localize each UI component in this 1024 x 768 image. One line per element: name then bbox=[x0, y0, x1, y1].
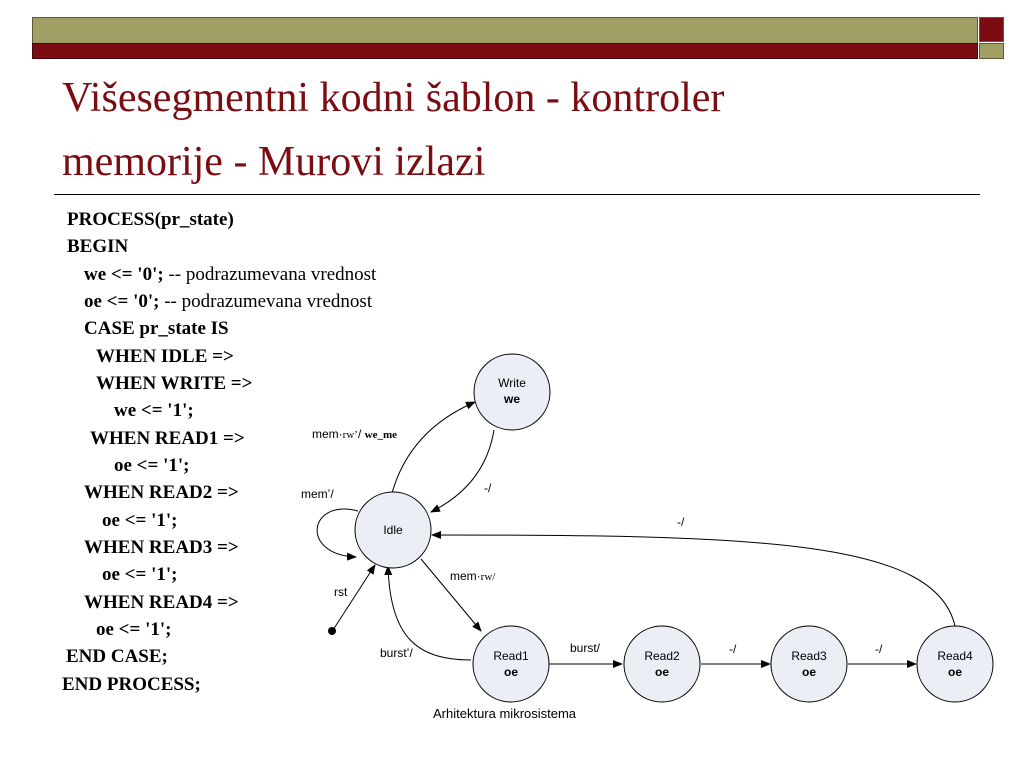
label-reset: rst bbox=[334, 585, 348, 599]
code-line: WHEN READ4 => bbox=[84, 592, 239, 613]
code-line: CASE pr_state IS bbox=[84, 318, 229, 339]
code-line: we <= '0'; bbox=[84, 264, 164, 285]
code-line: WHEN IDLE => bbox=[96, 346, 234, 367]
code-line: oe <= '1'; bbox=[102, 510, 178, 531]
code-line: WHEN READ1 => bbox=[90, 428, 245, 449]
code-line: oe <= '1'; bbox=[114, 455, 190, 476]
code-line: END CASE; bbox=[66, 646, 168, 667]
label-read1-read2: burst/ bbox=[570, 641, 601, 655]
slide-title-line2: memorije - Murovi izlazi bbox=[62, 139, 486, 185]
state-read3: Read3 oe bbox=[770, 625, 848, 703]
state-write-output: we bbox=[503, 392, 520, 406]
state-read2-name: Read2 bbox=[644, 649, 680, 663]
code-line: WHEN WRITE => bbox=[96, 373, 253, 394]
state-read2: Read2 oe bbox=[623, 625, 701, 703]
label-write-idle: -/ bbox=[484, 481, 492, 495]
transition-idle-read1 bbox=[420, 558, 482, 632]
transition-read1-idle bbox=[384, 565, 472, 661]
code-line: oe <= '1'; bbox=[96, 619, 172, 640]
label-idle-self: mem’/ bbox=[301, 487, 334, 501]
state-read1-output: oe bbox=[504, 665, 518, 679]
state-read4-output: oe bbox=[948, 665, 962, 679]
state-read3-output: oe bbox=[802, 665, 816, 679]
header-band-red bbox=[32, 43, 978, 59]
title-divider bbox=[54, 194, 980, 195]
label-idle-write: mem·rw’/ we_me bbox=[312, 427, 397, 441]
transition-idle-self bbox=[316, 508, 359, 561]
state-write: Write we bbox=[473, 353, 551, 431]
code-line: PROCESS(pr_state) bbox=[67, 209, 234, 230]
state-idle-name: Idle bbox=[383, 523, 403, 537]
header-square-red bbox=[979, 17, 1004, 42]
label-read2-read3: -/ bbox=[729, 642, 737, 656]
code-comment: -- podrazumevana vrednost bbox=[163, 264, 377, 285]
state-write-name: Write bbox=[498, 376, 526, 390]
code-line: BEGIN bbox=[67, 236, 129, 257]
transition-idle-write bbox=[391, 401, 476, 494]
label-read1-idle: burst’/ bbox=[380, 646, 413, 660]
code-line: WHEN READ3 => bbox=[84, 537, 239, 558]
slide-title-line1: Višesegmentni kodni šablon - kontroler bbox=[62, 75, 725, 121]
reset-dot bbox=[328, 627, 336, 635]
state-read4-name: Read4 bbox=[937, 649, 973, 663]
slide-title: Višesegmentni kodni šablon - kontroler m… bbox=[62, 66, 962, 194]
footer-caption: Arhitektura mikrosistema bbox=[433, 706, 577, 721]
header-square-olive bbox=[979, 43, 1004, 59]
state-read4: Read4 oe bbox=[916, 625, 994, 703]
label-read4-idle: -/ bbox=[677, 515, 685, 529]
code-line: oe <= '0'; bbox=[84, 291, 160, 312]
code-line: END PROCESS; bbox=[62, 674, 201, 695]
transition-read4-idle bbox=[431, 531, 956, 627]
state-idle: Idle bbox=[354, 491, 432, 569]
code-line: we <= '1'; bbox=[114, 400, 194, 421]
transition-reset bbox=[332, 564, 376, 631]
state-read3-name: Read3 bbox=[791, 649, 827, 663]
label-idle-read1: mem·rw/ bbox=[450, 569, 496, 583]
code-comment: -- podrazumevana vrednost bbox=[159, 291, 373, 312]
state-read1: Read1 oe bbox=[472, 625, 550, 703]
state-read1-name: Read1 bbox=[493, 649, 529, 663]
label-read3-read4: -/ bbox=[875, 642, 883, 656]
transition-write-idle bbox=[430, 429, 495, 513]
state-read2-output: oe bbox=[655, 665, 669, 679]
code-line: WHEN READ2 => bbox=[84, 482, 239, 503]
code-line: oe <= '1'; bbox=[102, 564, 178, 585]
